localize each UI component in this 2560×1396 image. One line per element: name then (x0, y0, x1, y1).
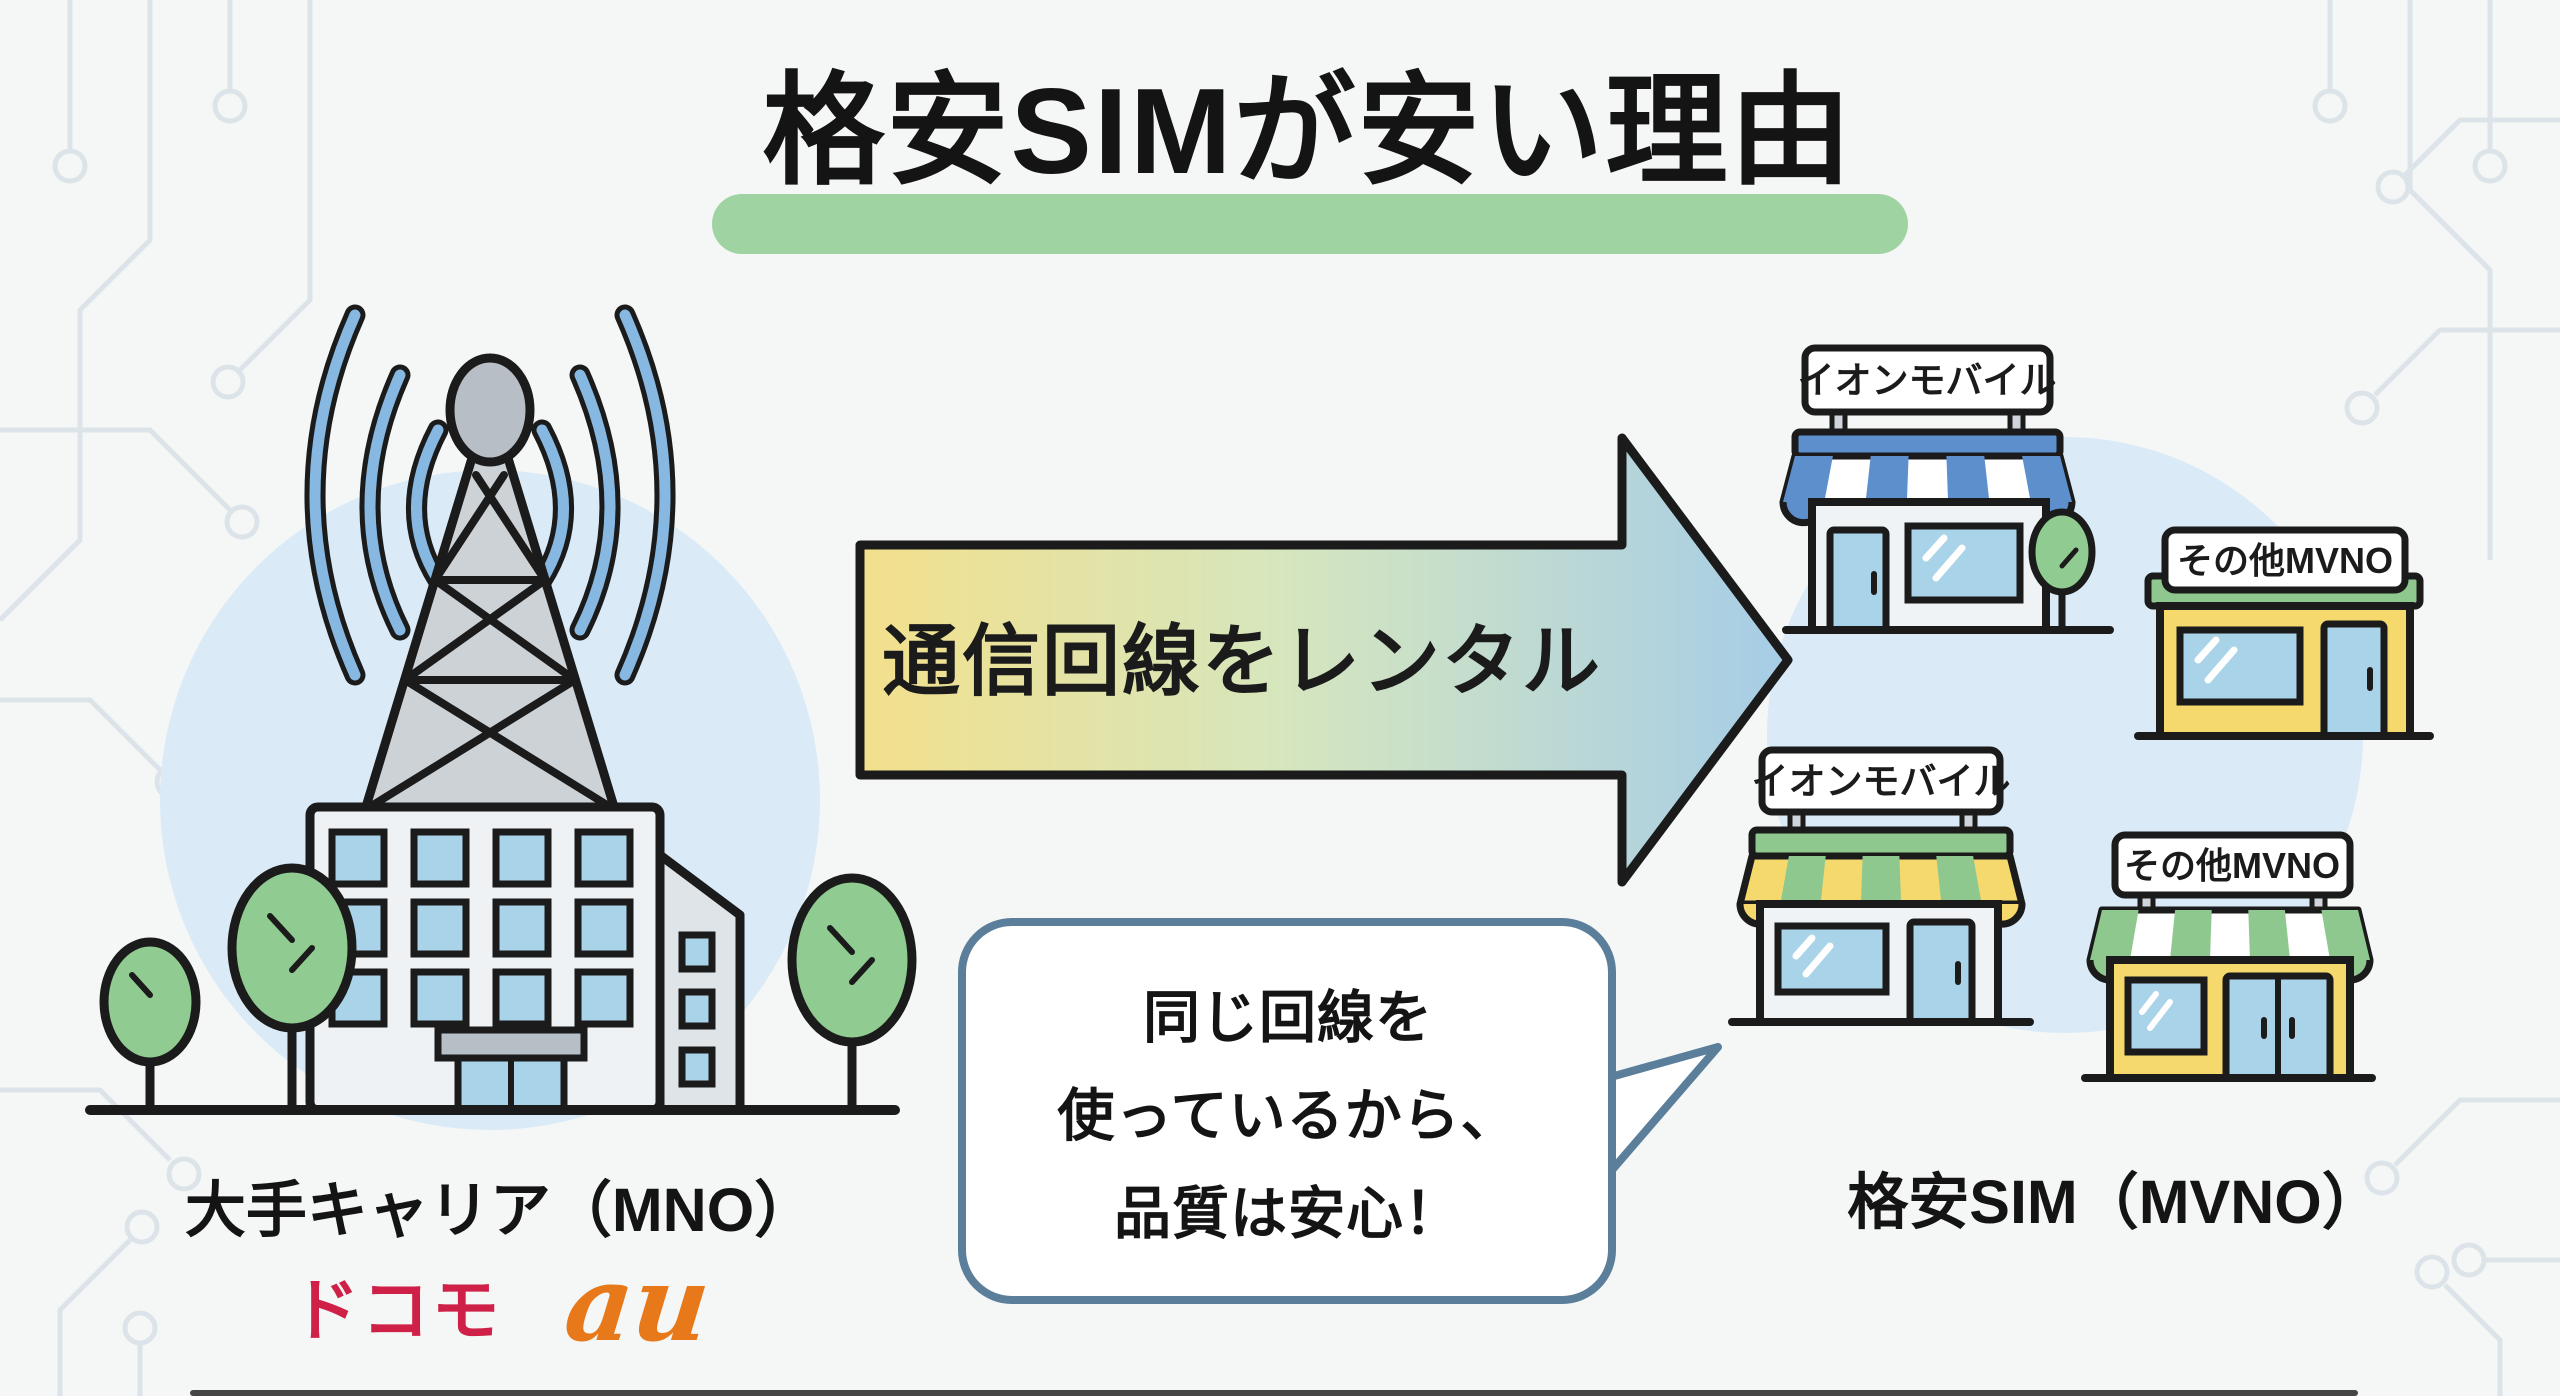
shop-window (2124, 976, 2208, 1056)
arrow-shape (855, 433, 1793, 887)
mvno-label: 格安SIM（MVNO） (1847, 1168, 2383, 1236)
shop-sign-text: イオンモバイル (1752, 761, 2011, 802)
shop-other-mvno-yellow: その他MVNO (2134, 526, 2434, 740)
shop-door (1906, 918, 1976, 1026)
circuit-decoration-bottom-right (2364, 1097, 2560, 1396)
shop-double-door (2222, 972, 2334, 1082)
building-entrance (434, 1026, 588, 1114)
speech-bubble-text: 同じ回線を 使っているから、 品質は安心！ (992, 948, 1584, 1284)
page-title: 格安SIMが安い理由 (762, 63, 1854, 199)
shop-door (2320, 620, 2388, 740)
speech-bubble-line-2: 使っているから、 (1057, 1083, 1519, 1148)
carrier-logos: ドコモ au (120, 1242, 880, 1365)
shop-aeon-mobile-green: イオンモバイル (1728, 746, 2034, 1026)
shop-sign-board (1758, 746, 2004, 816)
circuit-decoration-top-left (0, 0, 313, 800)
bottom-edge-line (190, 1390, 2358, 1396)
circuit-decoration-top-right (2312, 0, 2560, 560)
speech-bubble-body (958, 918, 1616, 1304)
shop-sign-board (1801, 344, 2054, 416)
shop-window (2176, 626, 2304, 706)
docomo-logo: ドコモ (291, 1272, 502, 1349)
radio-waves-icon (304, 304, 676, 686)
speech-bubble-line-1: 同じ回線を (1143, 985, 1433, 1050)
shop-sign-text: その他MVNO (2124, 845, 2340, 886)
tree-icon (2028, 508, 2096, 634)
tree-icon (99, 863, 917, 1115)
page-title-wrap: 格安SIMが安い理由 (0, 58, 2560, 204)
mvno-illustration: イオンモバイル (1728, 344, 2434, 1082)
shop-sign-board (2161, 526, 2409, 594)
office-building-icon (305, 802, 745, 1115)
speech-bubble-line-3: 品質は安心！ (1114, 1182, 1462, 1247)
arrow-label: 通信回線をレンタル (882, 617, 1602, 705)
shop-sign-text: イオンモバイル (1798, 360, 2057, 401)
circuit-decoration-bottom-left (0, 1087, 202, 1396)
shop-sign-board (2111, 831, 2354, 899)
building-windows (328, 828, 716, 1088)
au-logo: au (559, 1242, 716, 1365)
shop-window (1774, 922, 1890, 996)
mno-illustration (85, 304, 917, 1130)
speech-bubble-tail (1596, 1043, 1722, 1181)
shop-aeon-mobile-blue: イオンモバイル (1779, 344, 2114, 634)
rental-arrow: 通信回線をレンタル (855, 433, 1793, 887)
shop-sign-text: その他MVNO (2177, 540, 2393, 581)
title-highlight-bar (712, 194, 1908, 254)
mno-label: 大手キャリア（MNO） (184, 1176, 816, 1244)
shop-other-mvno-green: その他MVNO (2081, 831, 2376, 1082)
shop-door (1826, 526, 1890, 634)
speech-bubble (958, 918, 1722, 1304)
shop-window (1904, 522, 2024, 604)
radio-tower-icon (360, 353, 620, 815)
